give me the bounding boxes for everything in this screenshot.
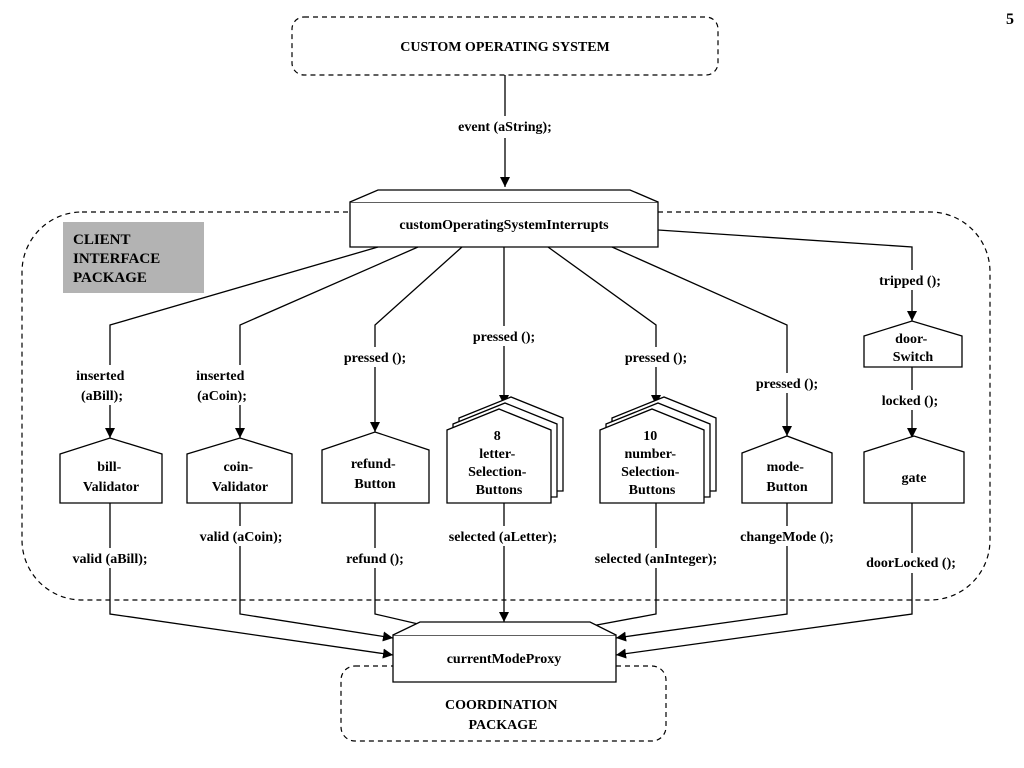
svg-text:tripped ();: tripped (); — [879, 274, 941, 289]
bill-in-label: inserted (aBill); — [68, 365, 152, 405]
letter-out-label: selected (aLetter); — [432, 526, 574, 546]
svg-text:selected (anInteger);: selected (anInteger); — [595, 552, 717, 567]
svg-text:inserted (aBill);: inserted (aBill); — [76, 369, 128, 404]
gate-to-proxy — [615, 503, 913, 659]
coin-to-proxy — [239, 503, 394, 642]
bill-to-proxy — [109, 503, 394, 659]
svg-text:mode- Button: mode- Button — [766, 460, 807, 495]
number-selection-buttons: 10 number- Selection- Buttons — [599, 396, 717, 504]
client-interface-package-label: CLIENT INTERFACE PACKAGE — [73, 232, 164, 286]
letter-selection-buttons: 8 letter- Selection- Buttons — [446, 396, 564, 504]
door-out-label: locked (); — [868, 390, 956, 410]
refund-in-label: pressed (); — [332, 347, 418, 367]
svg-text:refund ();: refund (); — [346, 552, 404, 567]
os-title: CUSTOM OPERATING SYSTEM — [400, 40, 610, 55]
svg-text:pressed ();: pressed (); — [473, 330, 535, 345]
mode-out-label: changeMode (); — [734, 526, 840, 546]
number-out-label: selected (anInteger); — [580, 548, 732, 568]
line-to-refund — [370, 246, 463, 432]
svg-text:bill- Validator: bill- Validator — [83, 460, 139, 495]
svg-text:10 number- Selecti: 10 number- Selection- Buttons — [621, 429, 683, 498]
svg-text:pressed ();: pressed (); — [756, 377, 818, 392]
coordination-package-label: COORDINATION PACKAGE — [445, 698, 561, 733]
number-in-label: pressed (); — [613, 347, 699, 367]
number-to-proxy — [569, 503, 657, 634]
mode-button: mode- Button — [741, 435, 833, 504]
page-number: 5 — [1006, 11, 1014, 28]
mode-to-proxy — [615, 503, 788, 642]
svg-text:door- Switch: door- Switch — [893, 332, 934, 365]
refund-button: refund- Button — [321, 431, 430, 504]
line-to-mode — [611, 246, 792, 436]
svg-text:pressed ();: pressed (); — [625, 351, 687, 366]
svg-text:coin- Validator: coin- Validator — [212, 460, 268, 495]
svg-text:pressed ();: pressed (); — [344, 351, 406, 366]
coin-out-label: valid (aCoin); — [186, 526, 296, 546]
letter-in-label: pressed (); — [461, 326, 547, 346]
event-label: event (aString); — [458, 120, 552, 135]
interrupts-label: customOperatingSystemInterrupts — [399, 218, 609, 233]
gate: gate — [863, 435, 965, 504]
svg-text:valid (aBill);: valid (aBill); — [72, 552, 147, 567]
refund-out-label: refund (); — [333, 548, 417, 568]
svg-text:gate: gate — [902, 471, 927, 486]
bill-validator: bill- Validator — [59, 437, 163, 504]
bill-out-label: valid (aBill); — [52, 548, 170, 568]
coin-in-label: inserted (aCoin); — [186, 365, 266, 405]
svg-text:valid (aCoin);: valid (aCoin); — [200, 530, 283, 545]
mode-in-label: pressed (); — [744, 373, 830, 393]
client-interface-package-label-box — [63, 222, 204, 293]
svg-text:doorLocked ();: doorLocked (); — [866, 556, 956, 571]
svg-text:inserted (aCoin);: inserted (aCoin); — [196, 369, 248, 404]
svg-text:selected (aLetter);: selected (aLetter); — [449, 530, 557, 545]
line-to-number — [547, 246, 661, 405]
os-box — [291, 16, 719, 76]
svg-text:locked ();: locked (); — [882, 394, 938, 409]
gate-out-label: doorLocked (); — [852, 553, 972, 573]
line-to-door-switch — [657, 229, 917, 321]
door-in-label: tripped (); — [866, 270, 956, 290]
line-to-coin — [235, 246, 419, 438]
svg-text:refund- Button: refund- Button — [351, 457, 399, 492]
current-mode-proxy-label: currentModeProxy — [447, 652, 562, 667]
coin-validator: coin- Validator — [186, 437, 293, 504]
svg-text:changeMode ();: changeMode (); — [740, 530, 834, 545]
svg-text:8 letter- Selectio: 8 letter- Selection- Buttons — [468, 429, 530, 498]
door-switch: door- Switch — [863, 320, 963, 368]
